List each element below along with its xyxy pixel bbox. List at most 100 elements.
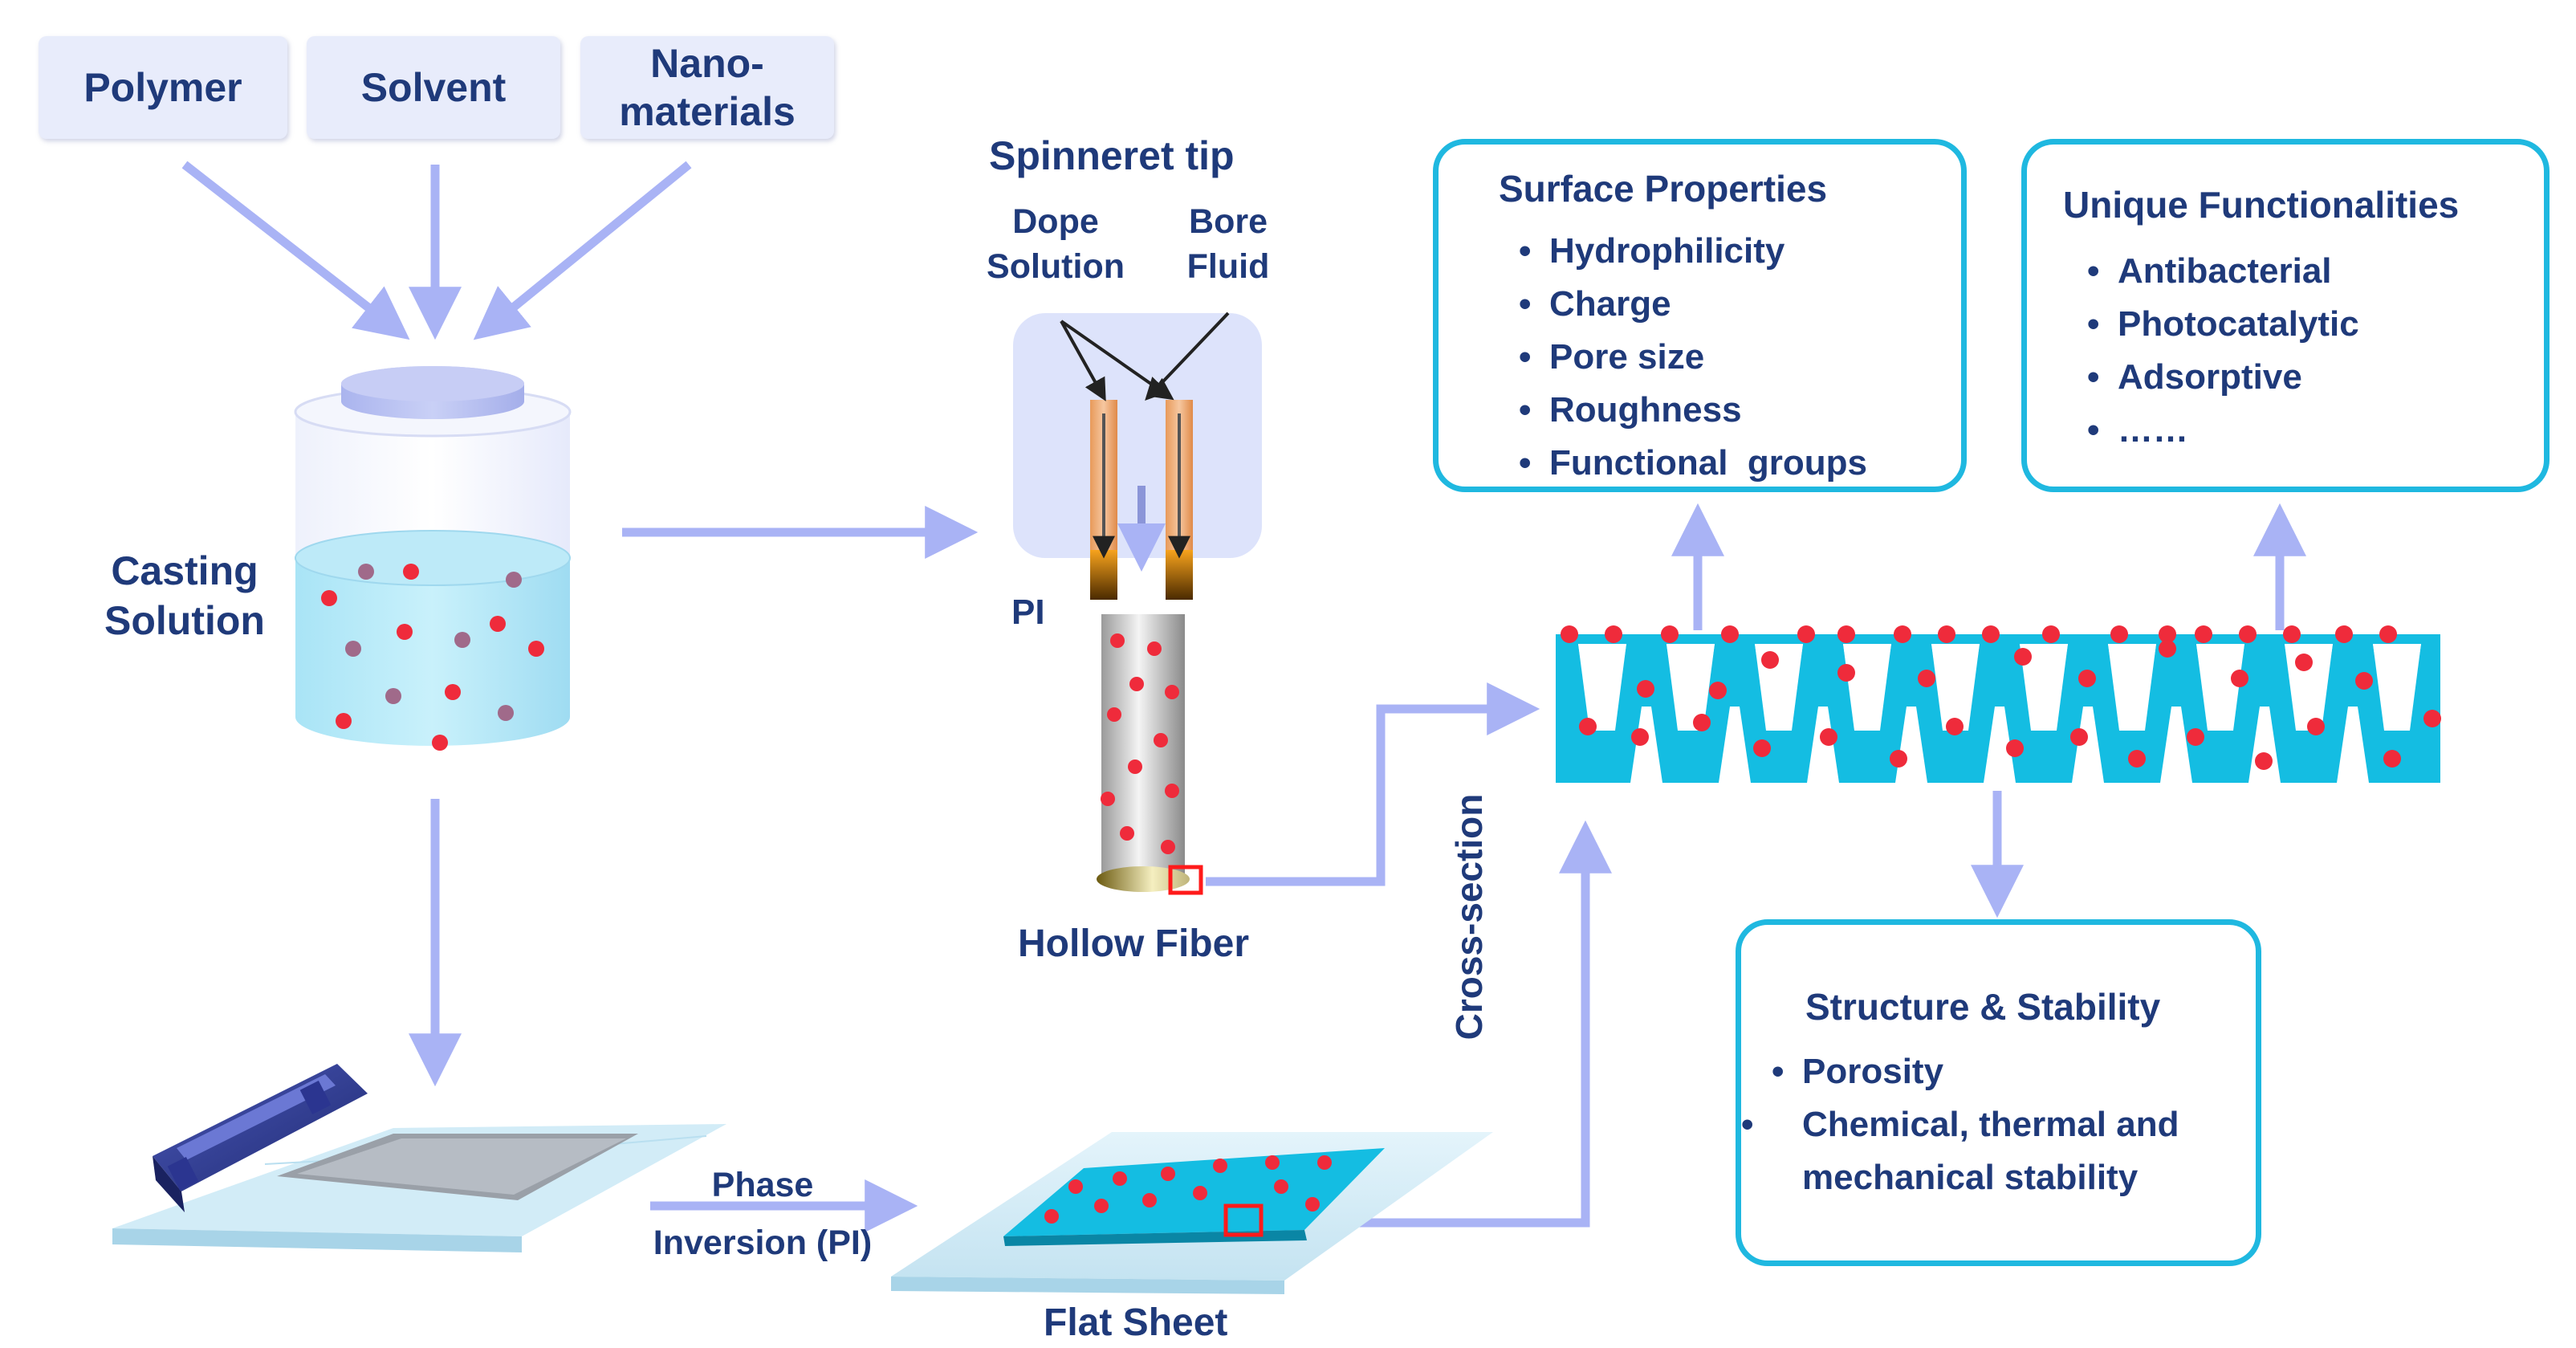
membrane-particle [1579, 718, 1597, 735]
list-item: Functional groups [1519, 437, 1867, 490]
membrane-gap [1630, 707, 1662, 783]
membrane-particle [2255, 752, 2273, 770]
membrane-particle [2159, 640, 2176, 658]
membrane-particle [2231, 670, 2248, 687]
structure-stability-box: Structure & Stability Porosity Chemical,… [1736, 919, 2261, 1266]
surface-properties-list: Hydrophilicity Charge Pore size Roughnes… [1519, 225, 1867, 490]
membrane-particle [1721, 625, 1739, 643]
unique-functionalities-list: Antibacterial Photocatalytic Adsorptive … [2087, 245, 2359, 457]
membrane-particle [1709, 682, 1727, 699]
membrane-particle [1637, 680, 1654, 698]
unique-functionalities-box: Unique Functionalities Antibacterial Pho… [2021, 139, 2550, 492]
list-item: Hydrophilicity [1519, 225, 1867, 278]
phase-inversion-label: Phase Inversion (PI) [653, 1166, 873, 1262]
membrane-gap [1807, 707, 1839, 783]
membrane-particle [1820, 728, 1837, 746]
cross-section-label: Cross-section [1448, 793, 1490, 1041]
membrane-pore-channel [1666, 644, 1715, 731]
hollow-fiber-label: Hollow Fiber [1018, 922, 1249, 965]
membrane-pore-channel [2020, 644, 2068, 731]
membrane-pore-channel [1578, 644, 1626, 731]
hollow-fiber-tube [1101, 614, 1185, 878]
list-item: Antibacterial [2087, 245, 2359, 298]
membrane-particle [2195, 625, 2212, 643]
bore-pointer [1145, 312, 1230, 401]
membrane-pore-channel [1843, 644, 1891, 731]
membrane-particle [2295, 654, 2313, 671]
membrane-particle [1938, 625, 1955, 643]
flat-sheet-label: Flat Sheet [1044, 1301, 1228, 1344]
membrane-particle [2283, 625, 2301, 643]
membrane-particle [2159, 625, 2176, 643]
pi-label: PI [1011, 593, 1045, 632]
membrane-particle [1561, 625, 1578, 643]
membrane-particle [2239, 625, 2257, 643]
input-polymer: Polymer [39, 36, 287, 139]
membrane-particle [1631, 728, 1649, 746]
list-item: Charge [1519, 278, 1867, 331]
membrane-particle [2014, 648, 2032, 666]
list-item: Photocatalytic [2087, 298, 2359, 351]
membrane-particle [1605, 625, 1622, 643]
dope-solution-label: Dope Solution [987, 202, 1125, 286]
membrane-particle [2128, 750, 2146, 768]
unique-functionalities-title: Unique Functionalities [2063, 184, 2460, 226]
membrane-gap [2160, 707, 2192, 783]
fiber-particles [1101, 633, 1179, 854]
list-item: Porosity [1772, 1045, 2179, 1098]
membrane-particle [1753, 739, 1771, 757]
sheet-particles [1044, 1155, 1332, 1224]
membrane-pore-channel [2196, 644, 2244, 731]
surface-properties-title: Surface Properties [1499, 168, 1828, 210]
list-item: Chemical, thermal and mechanical stabili… [1772, 1098, 2179, 1204]
flow-arrows [181, 161, 2306, 1232]
membrane-particle [2187, 728, 2204, 746]
surface-properties-box: Surface Properties Hydrophilicity Charge… [1433, 139, 1967, 492]
membrane-particle [1918, 670, 1935, 687]
input-polymer-label: Polymer [83, 65, 242, 110]
input-solvent: Solvent [307, 36, 560, 139]
membrane-particle [1837, 625, 1855, 643]
membrane-particle [1661, 625, 1679, 643]
list-item: Adsorptive [2087, 351, 2359, 404]
membrane-particle [1946, 718, 1964, 735]
membrane-particle [1797, 625, 1815, 643]
list-item: Roughness [1519, 384, 1867, 437]
membrane-particle [2070, 728, 2088, 746]
membrane-particle [2042, 625, 2060, 643]
membrane-pore-channel [2373, 644, 2421, 731]
membrane-pore-channel [2108, 644, 2156, 731]
membrane-particle [2383, 750, 2401, 768]
list-item: Pore size [1519, 331, 1867, 384]
membrane-particle [1837, 664, 1855, 682]
membrane-gap [1719, 707, 1751, 783]
membrane-particle [2110, 625, 2128, 643]
spinneret-assembly [1013, 312, 1262, 895]
fiber-zoom-marker [1168, 865, 1203, 895]
membrane-particle [2379, 625, 2397, 643]
arrow-polymer-to-solution [181, 161, 410, 340]
membrane-particle [2423, 710, 2441, 727]
membrane-particle [1982, 625, 2000, 643]
casting-solution-label: Casting Solution [104, 548, 265, 643]
membrane-particle [1894, 625, 1911, 643]
membrane-particle [2006, 739, 2024, 757]
membrane-particle [1761, 651, 1779, 669]
membrane-gap [2337, 707, 2369, 783]
jar-particles [321, 564, 544, 751]
spinneret-housing [1013, 313, 1262, 558]
bore-fluid-label: Bore Fluid [1186, 202, 1270, 286]
arrow-fiber-to-cross-section [1206, 682, 1540, 886]
input-solvent-label: Solvent [360, 65, 507, 110]
membrane-particle [2307, 718, 2325, 735]
list-item: …… [2087, 404, 2359, 457]
structure-stability-title: Structure & Stability [1805, 986, 2161, 1028]
input-nanomaterials-label: Nano- materials [619, 41, 796, 134]
membrane-particle [2335, 625, 2353, 643]
input-nanomaterials: Nano- materials [580, 36, 834, 139]
spinneret-tip-title: Spinneret tip [989, 133, 1235, 178]
flat-sheet-assembly [891, 1132, 1493, 1294]
structure-stability-list: Porosity Chemical, thermal and mechanica… [1772, 1045, 2179, 1204]
membrane-cross-section [1556, 625, 2441, 783]
